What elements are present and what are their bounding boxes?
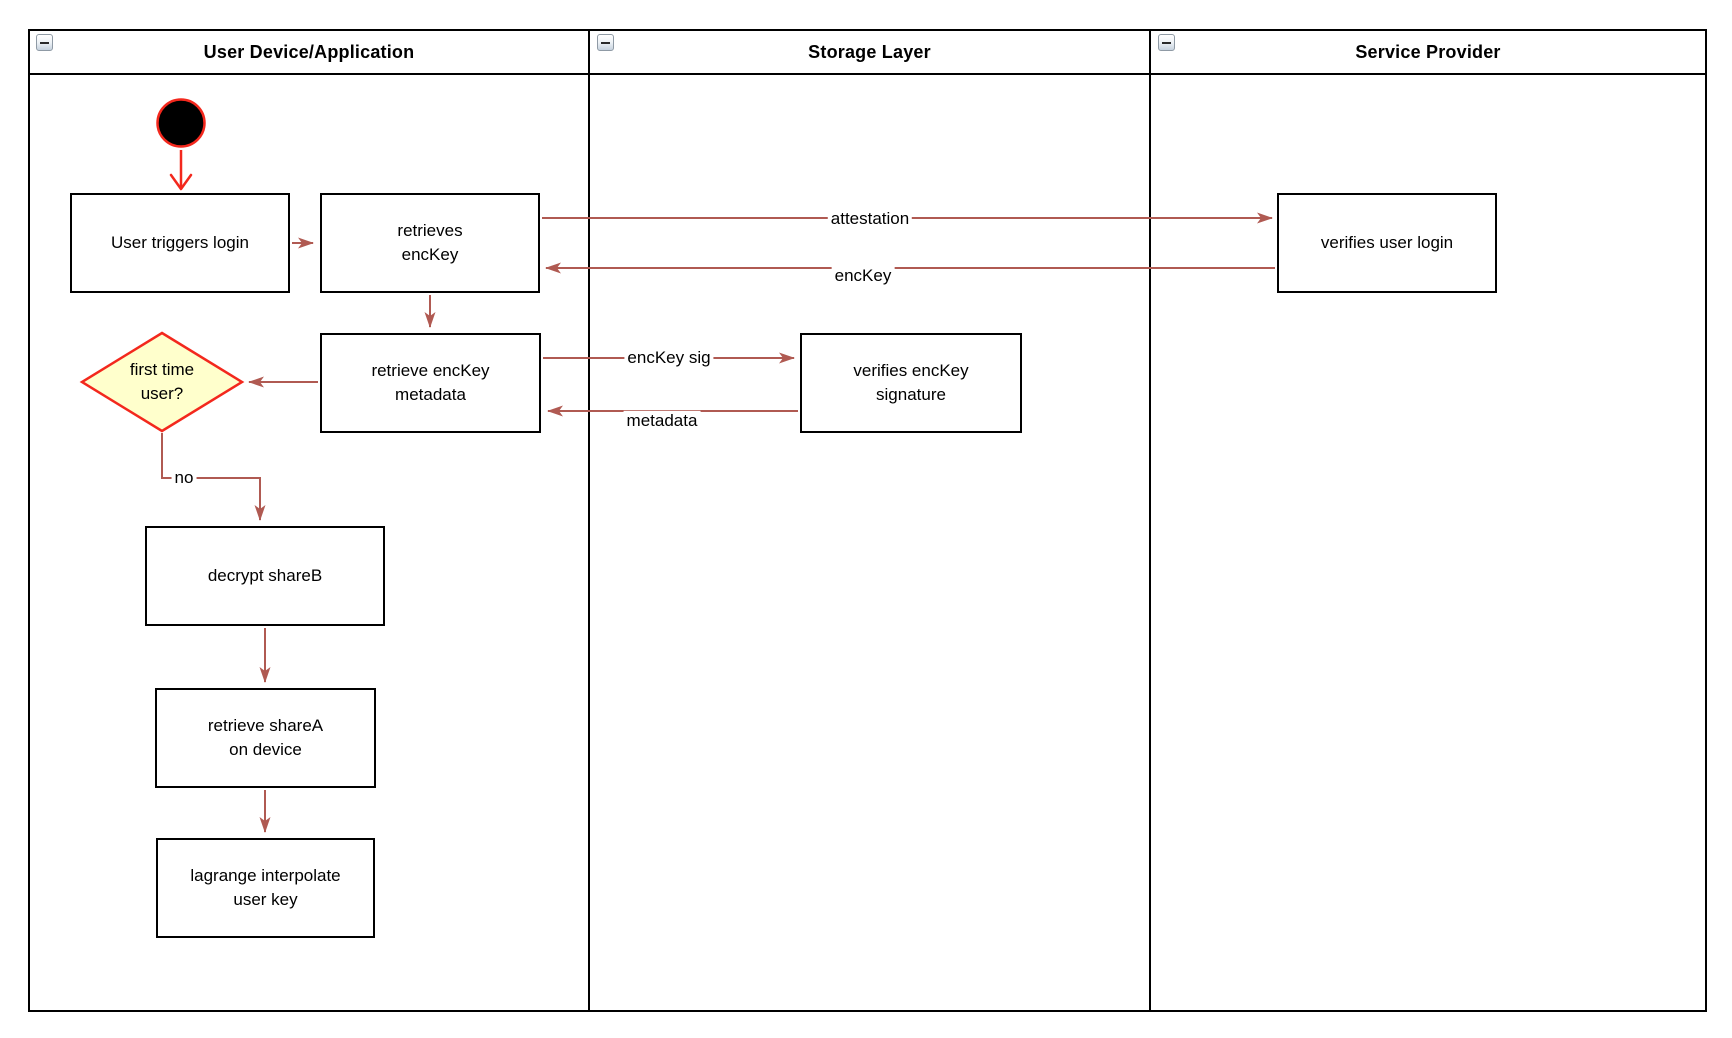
minus-icon [1162, 41, 1171, 44]
node-user-triggers-login[interactable]: User triggers login [70, 193, 290, 293]
node-lagrange-interpolate[interactable]: lagrange interpolate user key [156, 838, 375, 938]
decision-label: first time user? [129, 360, 195, 403]
lane-header-user-device[interactable]: User Device/Application [203, 41, 415, 62]
minus-icon [40, 41, 49, 44]
edge-label-enckey-sig: encKey sig [624, 347, 714, 369]
collapse-lane-button-service-provider[interactable] [1158, 34, 1175, 51]
lane-divider-2 [1149, 29, 1151, 1012]
edge-label-no: no [171, 467, 197, 489]
node-decrypt-shareb[interactable]: decrypt shareB [145, 526, 385, 626]
node-verifies-user-login[interactable]: verifies user login [1277, 193, 1497, 293]
lane-divider-1 [588, 29, 590, 1012]
collapse-lane-button-storage-layer[interactable] [597, 34, 614, 51]
collapse-lane-button-user-device[interactable] [36, 34, 53, 51]
node-retrieve-enckey-metadata[interactable]: retrieve encKey metadata [320, 333, 541, 433]
minus-icon [601, 41, 610, 44]
edge-decision-no[interactable] [161, 433, 266, 521]
node-verifies-enckey-signature[interactable]: verifies encKey signature [800, 333, 1022, 433]
edge-label-metadata: metadata [623, 410, 701, 432]
lane-header-service-provider[interactable]: Service Provider [1355, 41, 1501, 62]
edge-label-enckey: encKey [831, 265, 895, 287]
node-retrieve-sharea[interactable]: retrieve shareA on device [155, 688, 376, 788]
decision-first-time-user[interactable] [79, 331, 245, 433]
node-retrieves-enckey[interactable]: retrieves encKey [320, 193, 540, 293]
open-arrowhead-icon [169, 173, 193, 191]
lane-header-storage-layer[interactable]: Storage Layer [808, 41, 931, 62]
start-state-node[interactable] [156, 98, 206, 148]
lane-header-divider [28, 73, 1707, 75]
edge-label-attestation: attestation [827, 208, 913, 230]
